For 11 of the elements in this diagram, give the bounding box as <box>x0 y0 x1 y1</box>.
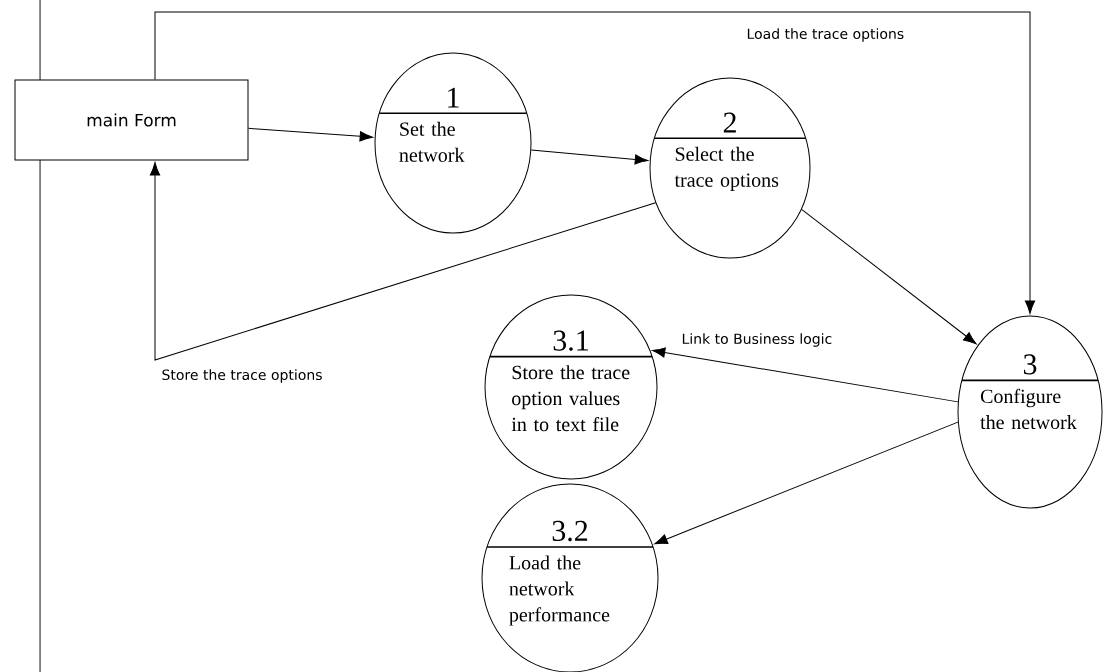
process-box: main Form <box>14 79 249 161</box>
edge-label: Load the trace options <box>745 27 906 43</box>
arrow <box>801 208 977 345</box>
arrow <box>654 421 959 545</box>
edge-label: Store the trace options <box>160 368 324 384</box>
arrow <box>154 11 1036 314</box>
arrow <box>248 127 374 142</box>
arrow <box>149 162 657 361</box>
edge-label: Link to Business logic <box>680 332 834 348</box>
arrow <box>651 347 959 403</box>
arrow <box>530 149 649 165</box>
